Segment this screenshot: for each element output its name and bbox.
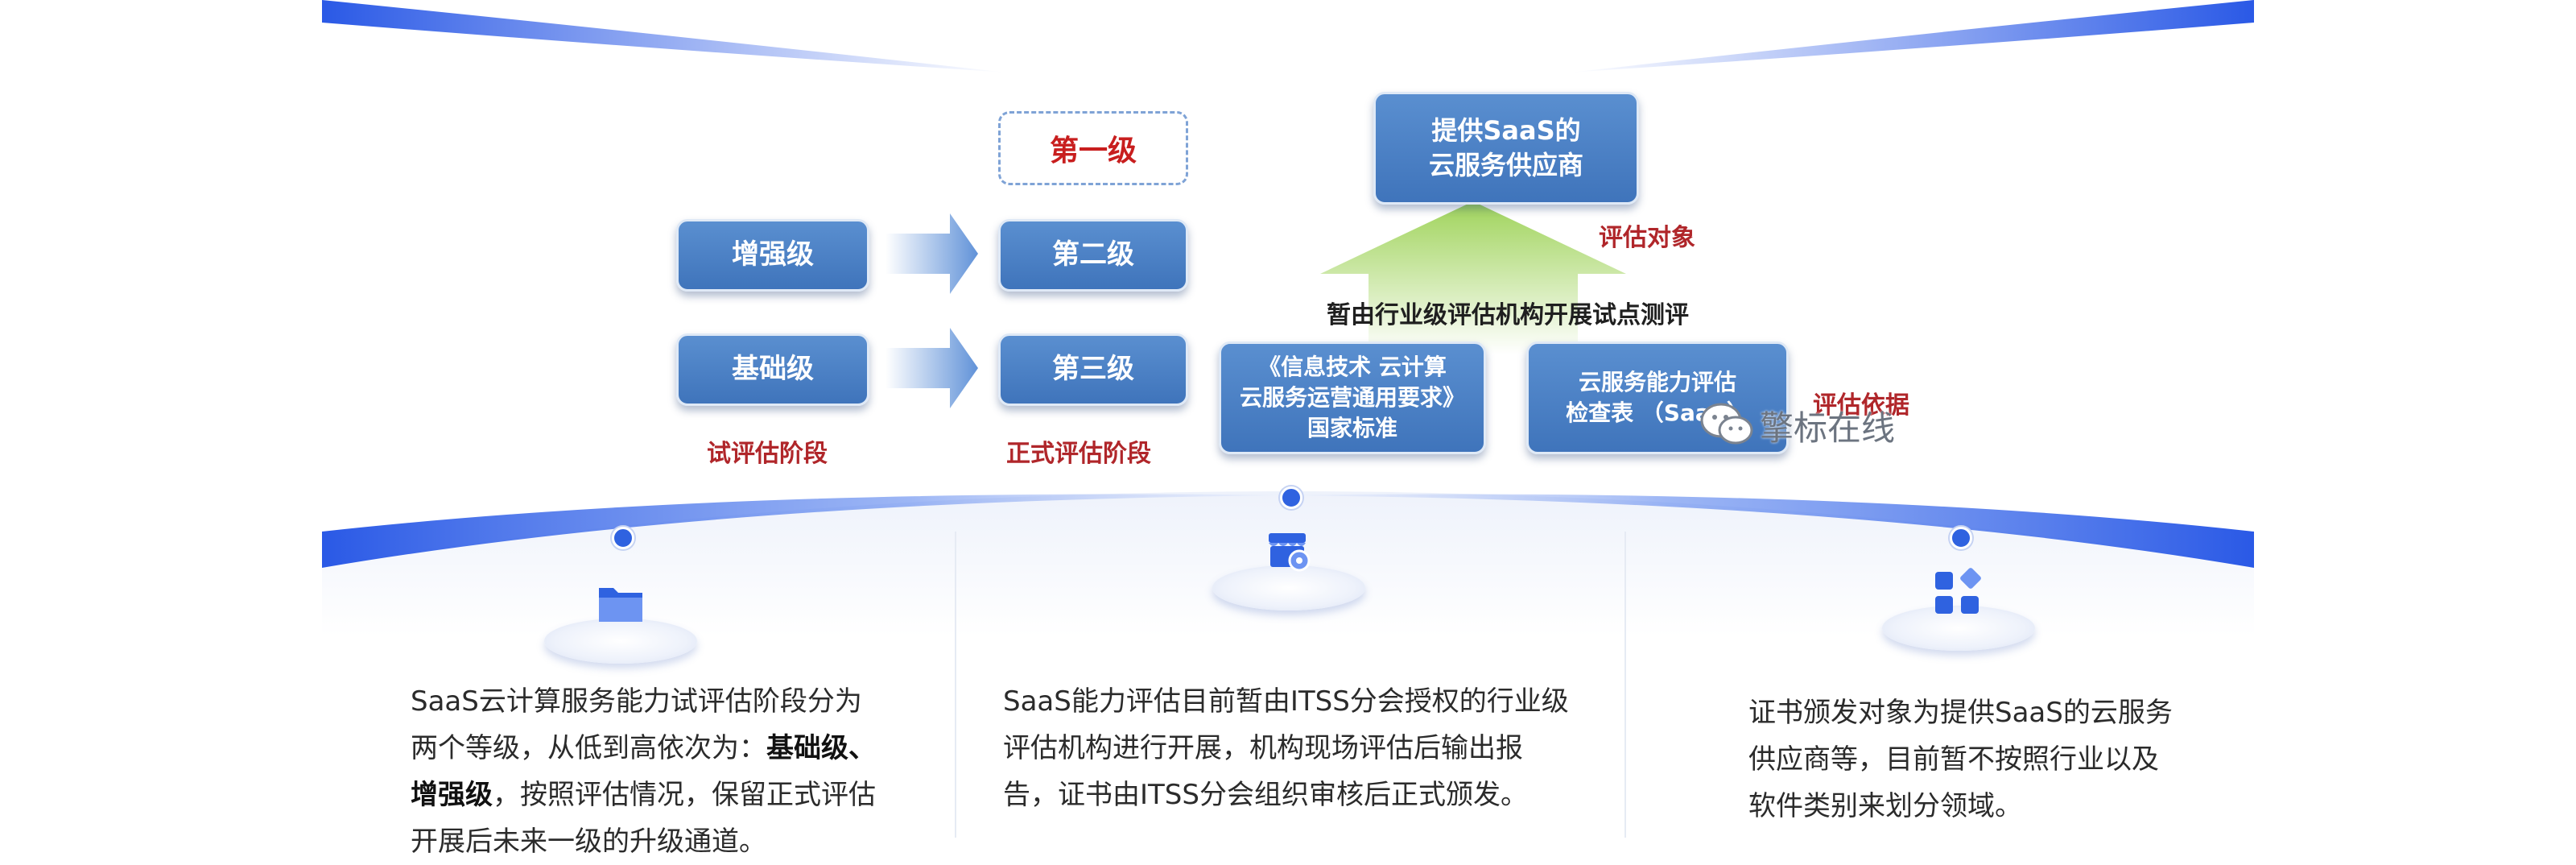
apps-grid-icon [1935, 568, 1981, 614]
basic-level-box: 基础级 [676, 333, 869, 406]
standard-box: 《信息技术 云计算 云服务运营通用要求》 国家标准 [1219, 341, 1486, 454]
folder-icon [599, 588, 642, 622]
enhanced-level-box: 增强级 [676, 219, 869, 292]
level-3-box: 第三级 [998, 333, 1188, 406]
col1-dot [612, 527, 634, 549]
col1-text-bold: 基础级、增强级 [411, 732, 876, 811]
arrow-basic-to-level3 [886, 328, 978, 408]
trial-stage-label: 试评估阶段 [707, 440, 828, 468]
col1-text-a: SaaS云计算服务能力试评估阶段分为两个等级，从低到高依次为： [411, 685, 862, 764]
wechat-icon [1700, 403, 1753, 445]
col3-text: 证书颁发对象为提供SaaS的云服务供应商等，目前暂不按照行业以及软件类别来划分领… [1748, 697, 2173, 822]
level-2-box: 第二级 [998, 219, 1188, 292]
pilot-label: 暂由行业级评估机构开展试点测评 [1327, 301, 1689, 329]
divider-1 [955, 532, 956, 838]
top-center-dot [1280, 486, 1302, 509]
col1-text-b: ，按照评估情况，保留正式评估开展后未来一级的升级通道。 [411, 779, 876, 858]
arrow-up-green [1320, 201, 1626, 354]
target-label: 评估对象 [1599, 224, 1695, 252]
basis-label: 评估依据 [1813, 391, 1909, 420]
col2-pedestal [1212, 565, 1365, 610]
arrow-enhanced-to-level2 [886, 213, 978, 294]
col3-dot [1950, 527, 1972, 549]
col3-pedestal [1882, 606, 2035, 651]
col1-pedestal [544, 619, 697, 664]
provider-box: 提供SaaS的 云服务供应商 [1373, 92, 1639, 205]
divider-2 [1624, 532, 1626, 838]
formal-stage-label: 正式评估阶段 [1006, 440, 1151, 468]
col1-text: SaaS云计算服务能力试评估阶段分为两个等级，从低到高依次为：基础级、增强级，按… [411, 678, 882, 865]
level-1-box: 第一级 [998, 111, 1188, 185]
watermark-text: 擎标在线 [1760, 408, 1896, 448]
store-gear-icon [1269, 533, 1311, 572]
col2-text: SaaS能力评估目前暂由ITSS分会授权的行业级评估机构进行开展，机构现场评估后… [1003, 685, 1569, 811]
